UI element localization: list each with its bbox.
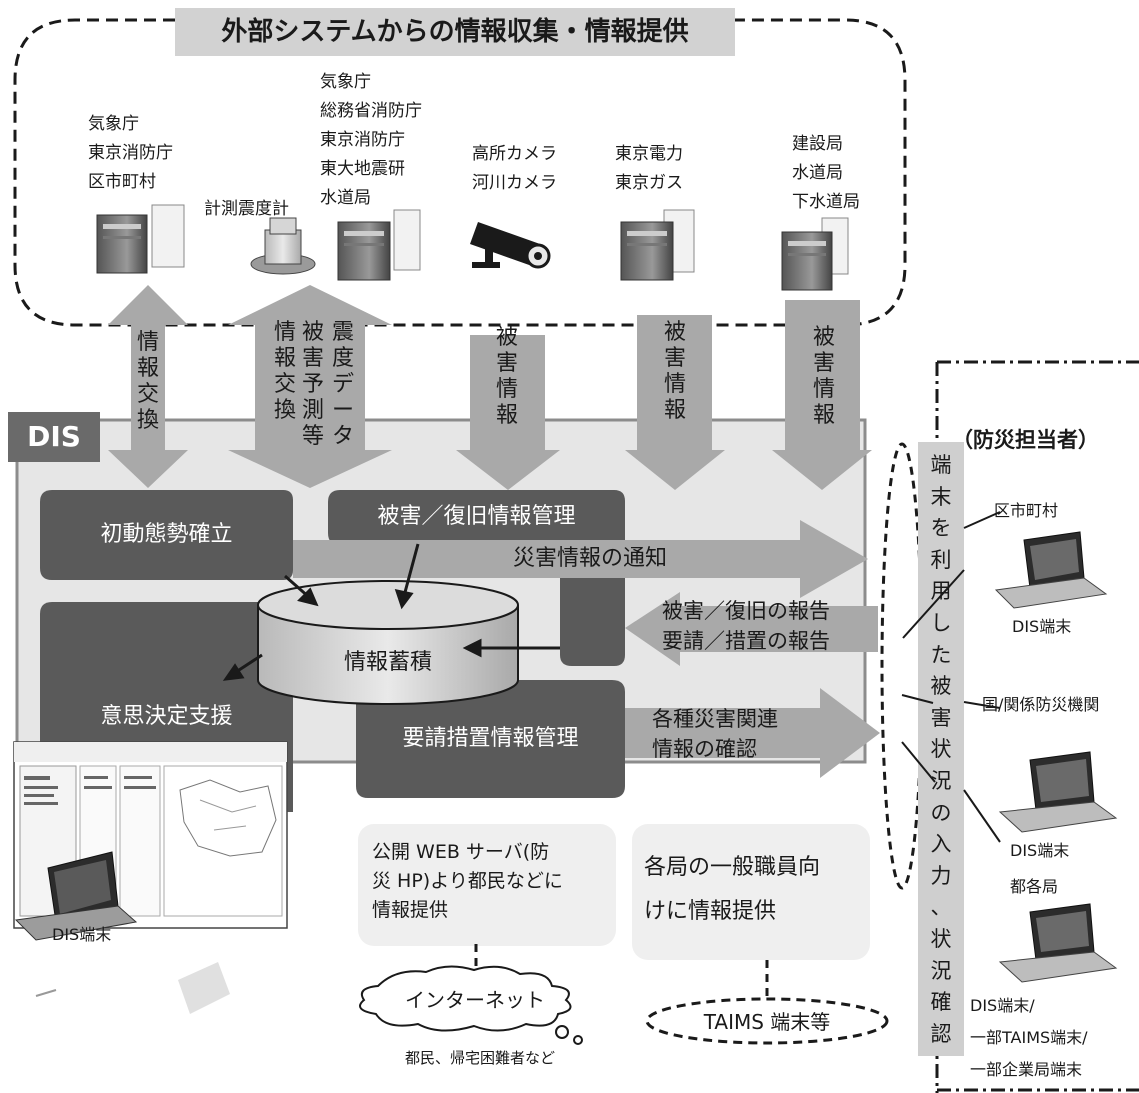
internet-cloud: [359, 965, 583, 1045]
staff-box: [632, 824, 870, 960]
camera-icon: [470, 222, 551, 269]
right-org-1: 区市町村: [994, 501, 1059, 520]
seismometer-icon: [250, 217, 316, 275]
taims-label: TAIMS 端末等: [703, 1010, 831, 1034]
laptop-icon-1: [994, 531, 1108, 609]
dis-terminal-label: DIS端末: [52, 925, 112, 944]
flow-label-5: 被 害 情 報: [495, 325, 518, 428]
arrow-confirm-label: 各種災害関連 情報の確認: [652, 707, 778, 761]
right-org-2: 国/関係防災機関: [982, 695, 1100, 714]
block-decision-label: 意思決定支援: [100, 704, 233, 729]
source-label-3: 気象庁 総務省消防庁 東京消防庁 東大地震研 水道局: [320, 72, 422, 208]
external-title: 外部システムからの情報収集・情報提供: [221, 17, 689, 47]
server-icon-2: [337, 209, 421, 281]
right-term-2: DIS端末: [1010, 841, 1070, 860]
web-server-box: [358, 824, 616, 946]
flow-arrow-damage-3: [772, 300, 872, 490]
internet-label: インターネット: [405, 988, 545, 1012]
block-request: [356, 680, 625, 798]
arrow-report: [625, 592, 878, 666]
source-label-6: 建設局 水道局 下水道局: [792, 134, 860, 212]
right-term-1: DIS端末: [1012, 617, 1072, 636]
internet-caption: 都民、帰宅困難者など: [404, 1049, 555, 1067]
staff-text: 各局の一般職員向 けに情報提供: [644, 855, 821, 924]
flow-label-1: 情 報 交 換: [136, 330, 159, 433]
laptop-icon-2: [998, 751, 1118, 833]
arrow-notify-label: 災害情報の通知: [512, 546, 667, 571]
right-panel-title: （防災担当者）: [952, 428, 1099, 452]
source-label-4: 高所カメラ 河川カメラ: [472, 144, 557, 193]
laptop-icon-3: [998, 903, 1118, 983]
flow-arrows: [108, 285, 872, 490]
right-vertical-label: 端 末 を 利 用 し た 被 害 状 況 の 入 力 、 状 況 確 認: [930, 453, 952, 1046]
arrow-notify: [293, 520, 868, 598]
block-damage: [328, 490, 625, 666]
dis-label: DIS: [27, 420, 81, 453]
right-term-3: DIS端末/ 一部TAIMS端末/ 一部企業局端末: [970, 996, 1088, 1079]
source-label-seismometer: 計測震度計: [204, 199, 289, 219]
server-icon-3: [620, 209, 695, 281]
external-systems-boundary: [13, 18, 907, 327]
flow-arrow-info-exchange-2: [228, 285, 392, 488]
block-damage-label: 被害／復旧情報管理: [377, 504, 576, 529]
right-org-3: 都各局: [1010, 877, 1059, 896]
arrow-report-label: 被害／復旧の報告 要請／措置の報告: [662, 599, 830, 653]
flow-label-3: 被 害 予 測 等: [301, 320, 324, 449]
flow-label-6: 被 害 情 報: [663, 320, 686, 423]
flow-label-2: 情 報 交 換: [273, 320, 296, 423]
block-initial-label: 初動態勢確立: [100, 522, 233, 547]
block-request-label: 要請措置情報管理: [402, 726, 579, 751]
server-icon-1: [96, 204, 185, 274]
info-store-label: 情報蓄積: [343, 650, 432, 675]
external-title-box: [175, 8, 735, 56]
input-ellipse: [880, 442, 924, 890]
laptop-icon-dis: [14, 851, 138, 941]
block-initial: [40, 490, 293, 580]
flow-arrow-damage-1: [456, 335, 560, 490]
taims-ellipse: [645, 997, 889, 1045]
web-server-text: 公開 WEB サーバ(防 災 HP)より都民などに 情報提供: [372, 841, 563, 921]
flow-label-4: 震 度 デ ー タ: [331, 320, 354, 449]
server-icon-4: [781, 217, 849, 291]
source-label-1: 気象庁 東京消防庁 区市町村: [88, 114, 173, 192]
vertical-label-box: [918, 442, 964, 1056]
right-panel-boundary: [935, 360, 1139, 1093]
dis-label-box: [8, 412, 100, 462]
flow-arrow-damage-2: [625, 315, 725, 490]
flow-label-7: 被 害 情 報: [812, 325, 835, 428]
source-label-5: 東京電力 東京ガス: [615, 144, 683, 193]
arrow-confirm: [625, 688, 880, 778]
flow-arrow-info-exchange-1: [108, 285, 188, 488]
